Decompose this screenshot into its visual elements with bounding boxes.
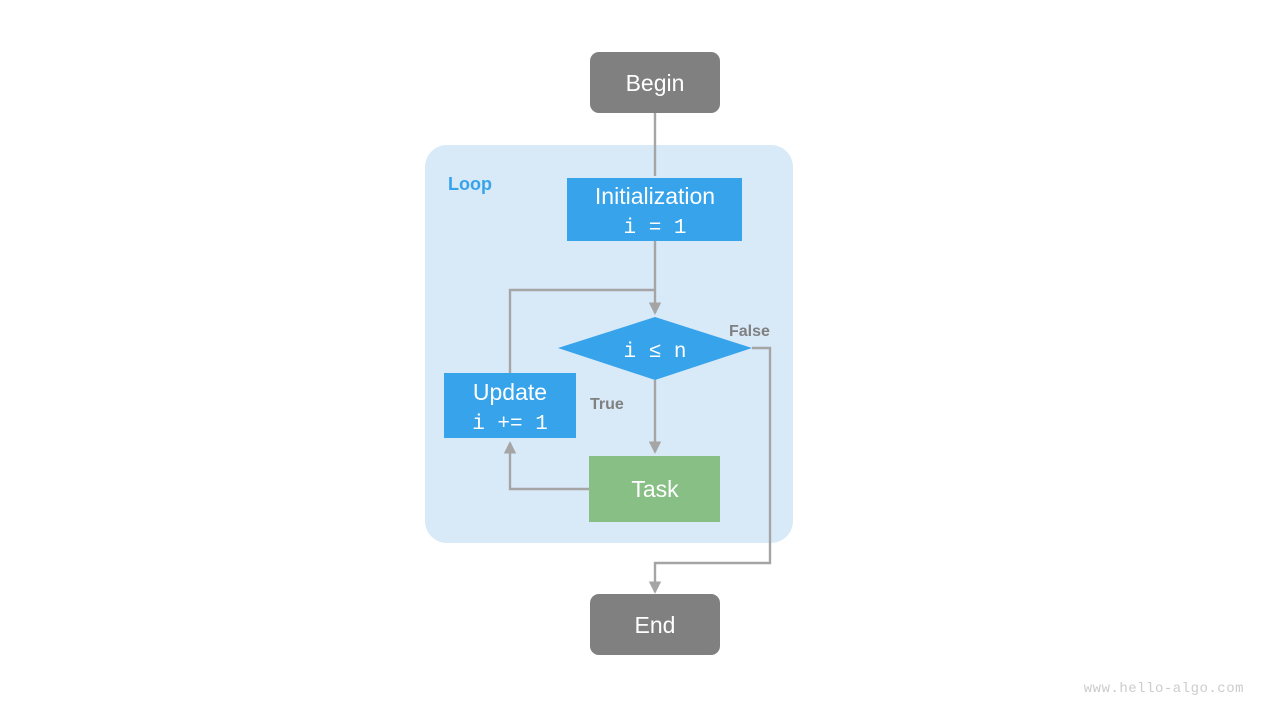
node-condition-label: i ≤ n — [623, 341, 686, 364]
node-initialization-code: i = 1 — [623, 217, 686, 240]
edge-task-to-update — [503, 441, 589, 491]
node-condition-shape — [558, 317, 752, 380]
edge-label-false: False — [729, 323, 770, 340]
node-update-shape — [444, 373, 576, 438]
node-update[interactable]: Update i += 1 — [444, 373, 576, 438]
node-initialization[interactable]: Initialization i = 1 — [567, 178, 742, 241]
watermark: www.hello-algo.com — [1084, 681, 1244, 697]
node-begin-label: Begin — [626, 70, 685, 96]
node-begin-shape — [590, 52, 720, 113]
edge-label-true: True — [590, 396, 624, 413]
node-task-label: Task — [631, 476, 679, 502]
node-update-code: i += 1 — [472, 413, 548, 436]
node-end-shape — [590, 594, 720, 655]
node-task-shape — [589, 456, 720, 522]
node-end-label: End — [635, 612, 676, 638]
node-task[interactable]: Task — [589, 456, 720, 522]
node-begin[interactable]: Begin — [590, 52, 720, 113]
node-condition[interactable]: i ≤ n — [558, 317, 752, 380]
node-end[interactable]: End — [590, 594, 720, 655]
loop-group-label: Loop — [448, 174, 492, 194]
node-update-label: Update — [473, 379, 547, 405]
edge-condition-false-to-end — [648, 346, 772, 594]
node-initialization-label: Initialization — [595, 183, 715, 209]
node-initialization-shape — [567, 178, 742, 241]
edge-update-to-condition — [508, 288, 655, 373]
